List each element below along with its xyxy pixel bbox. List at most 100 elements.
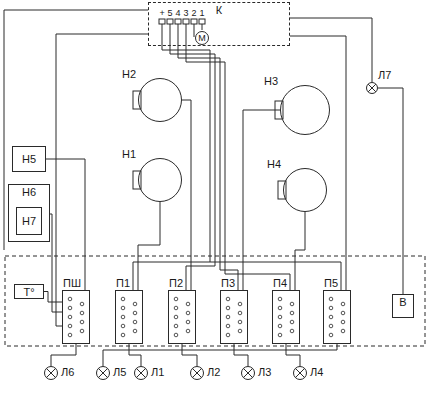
node-label: П5 <box>324 278 338 289</box>
switch-box: П5 <box>323 290 351 344</box>
switch-pin <box>133 320 137 324</box>
switch-pin <box>290 320 294 324</box>
lamp-cross <box>192 368 201 377</box>
bundle-wire <box>133 24 341 290</box>
lamp-outline <box>44 366 58 380</box>
switch-pin <box>174 306 178 310</box>
wire <box>295 212 305 290</box>
terminal-number: 3 <box>184 9 189 18</box>
switch-box: П4 <box>272 290 300 344</box>
switch-pin <box>121 297 125 301</box>
circle-outline <box>138 158 182 202</box>
switch-pin <box>238 320 242 324</box>
node-label: В <box>399 297 406 308</box>
wire <box>234 344 248 366</box>
switch-pin <box>174 324 178 328</box>
switch-pin <box>341 320 345 324</box>
switch-pin <box>341 302 345 306</box>
wire <box>243 110 280 290</box>
terminal-number: 4 <box>176 9 181 18</box>
switch-pin <box>80 302 84 306</box>
outline <box>242 367 255 380</box>
wire <box>51 344 76 366</box>
switch-pin <box>341 329 345 333</box>
outline <box>45 367 58 380</box>
switch-pin <box>186 329 190 333</box>
wire <box>103 344 337 366</box>
terminal-number: 5 <box>168 9 173 18</box>
wire <box>378 88 403 294</box>
outline <box>367 83 378 94</box>
lamp-outline <box>366 82 378 94</box>
node-label: Т° <box>23 286 34 297</box>
terminal-number: 2 <box>192 9 197 18</box>
wire <box>290 36 346 290</box>
signal-lamp: Л5 <box>96 366 110 380</box>
switch-box: ПШ <box>62 290 90 344</box>
node-label: Н2 <box>122 69 136 80</box>
wire <box>50 214 62 312</box>
switch-pin <box>68 306 72 310</box>
switch-button: В <box>392 294 414 318</box>
bundle-wire <box>170 24 215 290</box>
switch-pin <box>174 315 178 319</box>
switch-pin <box>278 315 282 319</box>
node-label: Н5 <box>22 154 36 165</box>
signal-lamp: Л1 <box>134 366 148 380</box>
node-label: ПШ <box>63 278 81 289</box>
lamp-outline <box>134 366 148 380</box>
outer-wire <box>4 10 148 250</box>
lamp-cross <box>368 84 376 92</box>
switch-pin <box>278 297 282 301</box>
switch-pin <box>121 315 125 319</box>
signal-lamp: Л2 <box>190 366 204 380</box>
lamp-outline <box>190 366 204 380</box>
motor-wire <box>194 24 195 37</box>
wire <box>286 344 300 366</box>
terminal-pin <box>199 19 205 24</box>
signal-lamp: Л3 <box>241 366 255 380</box>
outline <box>196 32 209 45</box>
switch-pin <box>226 324 230 328</box>
bundle-wire <box>186 24 290 290</box>
switch-pin <box>186 302 190 306</box>
switch-pin <box>133 311 137 315</box>
terminal-number: + <box>160 9 165 18</box>
motor-wire <box>202 24 203 30</box>
node-label: Л2 <box>207 367 220 378</box>
switch-pin <box>68 315 72 319</box>
outline <box>191 367 204 380</box>
switch-pin <box>121 333 125 337</box>
wire <box>138 202 160 290</box>
bundle-wire <box>178 24 238 290</box>
switch-pin <box>226 297 230 301</box>
node-label: Н4 <box>267 159 281 170</box>
switch-pin <box>329 324 333 328</box>
terminal-pin <box>167 19 173 24</box>
lamp-cross <box>295 368 304 377</box>
switch-pin <box>329 315 333 319</box>
switch-pin <box>238 311 242 315</box>
node-label: К <box>216 5 222 16</box>
circle-outline <box>280 85 330 135</box>
outline <box>135 367 148 380</box>
switch-pin <box>174 297 178 301</box>
switch-box: П1 <box>115 290 143 344</box>
node-label: Н7 <box>22 216 36 227</box>
switch-pins <box>68 297 345 337</box>
circle-outline <box>138 78 182 122</box>
lamp-outline <box>241 366 255 380</box>
hotplate: Н4 <box>283 168 327 212</box>
node-label: Л6 <box>61 367 74 378</box>
outline <box>294 367 307 380</box>
outline <box>139 159 182 202</box>
motor-symbol: М <box>195 31 209 45</box>
lamp-outline <box>96 366 110 380</box>
switch-pin <box>80 329 84 333</box>
switch-pin <box>121 306 125 310</box>
wire <box>182 100 191 290</box>
node-label: П2 <box>169 278 183 289</box>
node-label: П3 <box>221 278 235 289</box>
